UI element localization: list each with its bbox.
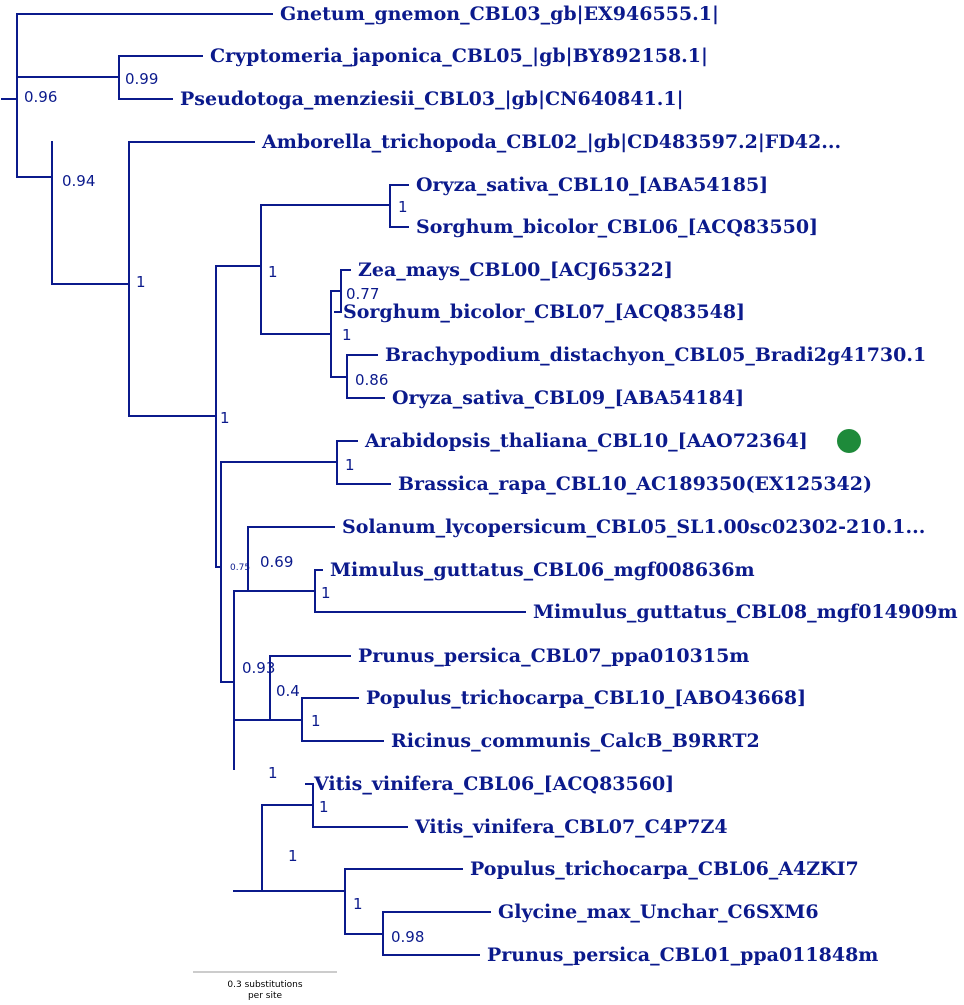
- taxon-label: Arabidopsis_thaliana_CBL10_[AAO72364]: [364, 430, 808, 452]
- taxon-label: Zea_mays_CBL00_[ACJ65322]: [358, 259, 673, 281]
- taxon-label: Sorghum_bicolor_CBL07_[ACQ83548]: [343, 301, 745, 323]
- taxon-label: Mimulus_guttatus_CBL06_mgf008636m: [330, 559, 755, 581]
- support-value: 0.99: [125, 70, 158, 88]
- support-value: 0.93: [242, 659, 275, 677]
- taxon-label: Populus_trichocarpa_CBL06_A4ZKI7: [470, 858, 859, 880]
- taxon-label: Gnetum_gnemon_CBL03_gb|EX946555.1|: [280, 3, 719, 25]
- support-value: 0.86: [355, 371, 388, 389]
- taxon-label: Amborella_trichopoda_CBL02_|gb|CD483597.…: [261, 131, 841, 153]
- support-value: 1: [268, 764, 278, 782]
- taxon-label: Vitis_vinifera_CBL07_C4P7Z4: [414, 816, 728, 838]
- taxon-labels: Gnetum_gnemon_CBL03_gb|EX946555.1| Crypto…: [180, 3, 958, 966]
- taxon-label: Prunus_persica_CBL07_ppa010315m: [358, 645, 749, 667]
- support-value: 1: [342, 326, 352, 344]
- taxon-label: Sorghum_bicolor_CBL06_[ACQ83550]: [416, 216, 818, 238]
- support-value: 0.75: [230, 563, 250, 573]
- support-value: 1: [288, 847, 298, 865]
- scale-bar-unit: per site: [248, 991, 283, 1001]
- highlight-marker: [837, 429, 861, 453]
- taxon-label: Solanum_lycopersicum_CBL05_SL1.00sc02302…: [342, 516, 925, 538]
- support-value: 1: [311, 712, 321, 730]
- taxon-label: Brachypodium_distachyon_CBL05_Bradi2g417…: [385, 344, 926, 366]
- support-value: 0.77: [346, 285, 379, 303]
- taxon-label: Pseudotoga_menziesii_CBL03_|gb|CN640841.…: [180, 88, 684, 110]
- taxon-label: Populus_trichocarpa_CBL10_[ABO43668]: [366, 687, 806, 709]
- taxon-label: Brassica_rapa_CBL10_AC189350(EX125342): [398, 473, 872, 495]
- support-value: 1: [345, 456, 355, 474]
- taxon-label: Ricinus_communis_CalcB_B9RRT2: [391, 730, 760, 752]
- support-value: 1: [319, 798, 329, 816]
- support-value: 1: [220, 409, 230, 427]
- branches: [1, 13, 526, 956]
- scale-bar-label: 0.3 substitutions: [227, 980, 302, 990]
- support-value: 0.96: [24, 88, 57, 106]
- taxon-label: Oryza_sativa_CBL10_[ABA54185]: [416, 174, 768, 196]
- taxon-label: Mimulus_guttatus_CBL08_mgf014909m: [533, 601, 958, 623]
- taxon-label: Vitis_vinifera_CBL06_[ACQ83560]: [313, 773, 674, 795]
- taxon-label: Prunus_persica_CBL01_ppa011848m: [487, 944, 878, 966]
- support-value: 0.94: [62, 172, 95, 190]
- taxon-label: Oryza_sativa_CBL09_[ABA54184]: [392, 387, 744, 409]
- taxon-label: Glycine_max_Unchar_C6SXM6: [498, 901, 819, 923]
- support-value: 1: [321, 584, 331, 602]
- support-value: 0.4: [276, 682, 300, 700]
- support-value: 0.69: [260, 553, 293, 571]
- support-value: 1: [268, 263, 278, 281]
- support-value: 0.98: [391, 928, 424, 946]
- support-value: 1: [353, 895, 363, 913]
- support-value: 1: [136, 273, 146, 291]
- support-value: 1: [398, 198, 408, 216]
- taxon-label: Cryptomeria_japonica_CBL05_|gb|BY892158.…: [210, 45, 708, 67]
